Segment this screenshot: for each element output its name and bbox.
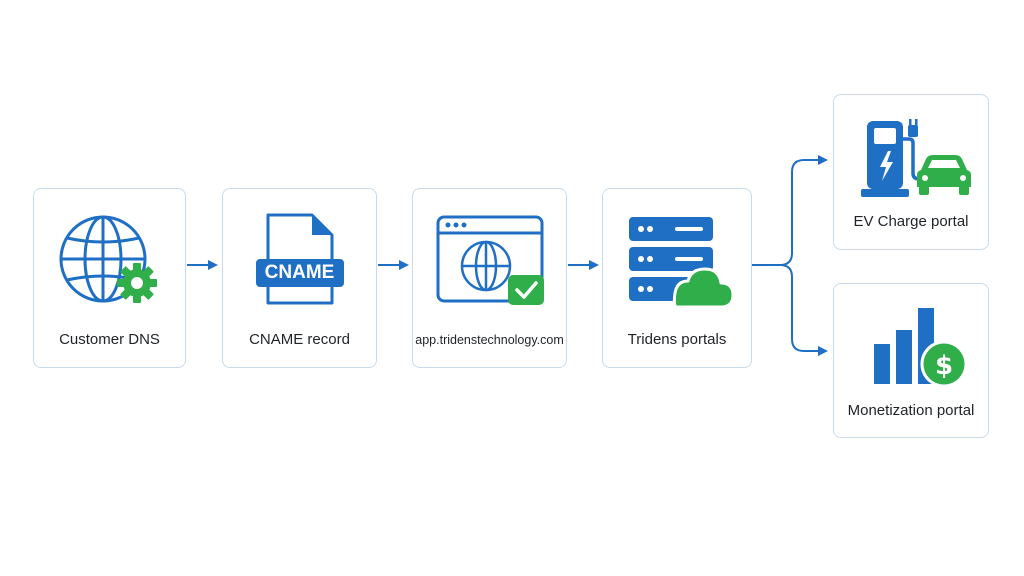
node-app-domain: app.tridenstechnology.com	[412, 188, 567, 368]
node-label-tridens-portals: Tridens portals	[627, 331, 727, 348]
node-customer-dns: Customer DNS	[33, 188, 186, 368]
node-label-app-domain: app.tridenstechnology.com	[415, 333, 564, 347]
server-cloud-icon	[603, 211, 751, 311]
cname-badge-text: CNAME	[264, 262, 335, 283]
ev-charger-car-icon	[834, 115, 988, 201]
node-cname-record: CNAME CNAME record	[222, 188, 377, 368]
globe-gear-icon	[34, 211, 185, 311]
svg-text:$: $	[935, 351, 953, 381]
node-label-customer-dns: Customer DNS	[59, 331, 160, 348]
browser-globe-check-icon	[413, 213, 566, 311]
arrow-portals-to-monetization	[779, 264, 828, 356]
node-label-cname-record: CNAME record	[249, 331, 350, 348]
node-tridens-portals: Tridens portals	[602, 188, 752, 368]
node-label-ev-charge-portal: EV Charge portal	[853, 213, 969, 230]
bar-chart-dollar-icon: $	[834, 304, 988, 388]
arrow-portals-to-ev	[752, 155, 828, 266]
node-label-monetization-portal: Monetization portal	[847, 402, 975, 419]
node-monetization-portal: $ Monetization portal	[833, 283, 989, 438]
node-ev-charge-portal: EV Charge portal	[833, 94, 989, 250]
cname-file-icon: CNAME	[223, 209, 376, 309]
